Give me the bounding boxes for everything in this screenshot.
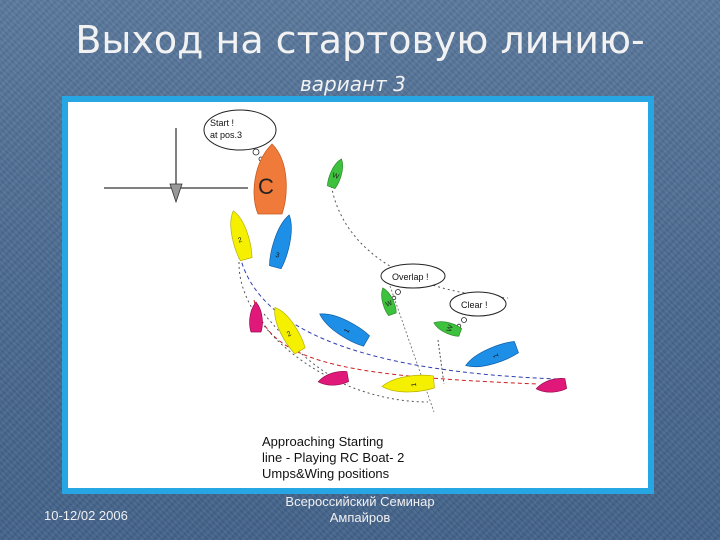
diagram-caption: Approaching Starting line - Playing RC B… bbox=[262, 434, 404, 482]
start-bubble: Start ! at pos.3 bbox=[203, 109, 277, 162]
magenta-boat-1 bbox=[249, 301, 263, 333]
magenta-course-line bbox=[263, 313, 349, 385]
svg-text:2: 2 bbox=[286, 330, 293, 338]
slide-title: Выход на стартовую линию- bbox=[75, 18, 645, 62]
position-guide-line-2 bbox=[389, 285, 435, 413]
start-bubble-text-2: at pos.3 bbox=[210, 130, 242, 140]
blue-boat-2: 1 bbox=[319, 313, 370, 347]
wing-boat-3: W bbox=[433, 321, 462, 337]
wing-boat-2: W bbox=[381, 287, 397, 316]
start-bubble-text-1: Start ! bbox=[210, 118, 234, 128]
yellow-boat-1: 2 bbox=[230, 210, 253, 262]
svg-text:W: W bbox=[446, 324, 455, 333]
slide-subtitle: вариант 3 bbox=[300, 72, 406, 96]
rc-boat-label: C bbox=[258, 174, 274, 199]
svg-text:1: 1 bbox=[493, 352, 501, 358]
caption-line-2: line - Playing RC Boat- 2 bbox=[262, 450, 405, 465]
rc-boat: C bbox=[253, 143, 287, 215]
overlap-bubble-text: Overlap ! bbox=[392, 272, 429, 282]
caption-line-3: Umps&Wing positions bbox=[262, 466, 390, 481]
svg-text:W: W bbox=[385, 300, 394, 309]
footer-date: 10-12/02 2006 bbox=[44, 508, 128, 523]
footer-event-line-1: Всероссийский Семинар bbox=[285, 494, 435, 509]
overlap-bubble: Overlap ! bbox=[380, 263, 446, 301]
clear-bubble-text: Clear ! bbox=[461, 300, 488, 310]
clear-bubble: Clear ! bbox=[449, 291, 507, 329]
magenta-boat-3 bbox=[535, 378, 568, 393]
blue-boat-3: 1 bbox=[465, 341, 519, 367]
svg-text:3: 3 bbox=[274, 252, 280, 260]
blue-course-line bbox=[239, 255, 559, 380]
footer-event-line-2: Ампайров bbox=[329, 510, 391, 525]
sailing-diagram: Start ! at pos.3 Overlap ! Clear ! C W bbox=[104, 109, 568, 413]
yellow-boat-3: 1 bbox=[381, 374, 435, 393]
svg-text:W: W bbox=[331, 172, 340, 181]
wing-boat-1: W bbox=[327, 158, 343, 189]
yellow-boat-2: 2 bbox=[274, 307, 306, 355]
svg-text:2: 2 bbox=[237, 237, 243, 245]
svg-text:1: 1 bbox=[343, 328, 351, 335]
svg-text:1: 1 bbox=[411, 382, 418, 387]
footer-event: Всероссийский Семинар Ампайров bbox=[260, 494, 460, 526]
wind-arrow-head bbox=[169, 183, 183, 204]
magenta-boat-2 bbox=[317, 371, 350, 386]
diagram-panel: Start ! at pos.3 Overlap ! Clear ! C W bbox=[68, 102, 648, 488]
position-guide-line bbox=[437, 339, 445, 385]
blue-boat-1: 3 bbox=[269, 214, 292, 270]
caption-line-1: Approaching Starting bbox=[262, 434, 384, 449]
